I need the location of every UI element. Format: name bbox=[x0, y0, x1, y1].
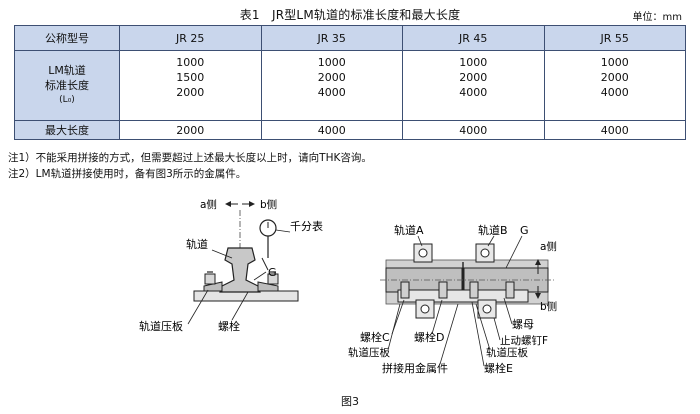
std-values-jr25: 1000 1500 2000 bbox=[119, 50, 262, 121]
left-b-side-label: b侧 bbox=[260, 198, 277, 211]
unit-label: 单位：mm bbox=[632, 12, 682, 23]
rail-clamp-icon bbox=[203, 281, 279, 292]
bolt-icon bbox=[400, 281, 515, 299]
table-row: 最大长度 2000 4000 4000 4000 bbox=[14, 120, 686, 140]
left-diagram: a侧 b侧 千分表 轨道 bbox=[139, 198, 323, 333]
dial-gauge-icon bbox=[259, 219, 277, 271]
left-gauge-label: 千分表 bbox=[290, 219, 323, 233]
right-g-label: G bbox=[520, 224, 529, 237]
rail-b-label: 轨道B bbox=[478, 223, 508, 237]
notes: 注1）不能采用拼接的方式，但需要超过上述最大长度以上时，请向THK咨询。 注2）… bbox=[8, 150, 372, 182]
header-jr45: JR 45 bbox=[402, 25, 545, 51]
bolt-icon bbox=[415, 299, 497, 319]
max-length-label: 最大长度 bbox=[14, 120, 120, 140]
bolt-d-label: 螺栓D bbox=[414, 330, 444, 344]
bolt-c-label: 螺栓C bbox=[360, 330, 390, 344]
nut-label: 螺母 bbox=[512, 318, 534, 331]
std-values-jr35: 1000 2000 4000 bbox=[260, 50, 403, 121]
left-clamp-label: 轨道压板 bbox=[139, 319, 183, 333]
header-jr25: JR 25 bbox=[119, 25, 262, 51]
rail-a-label: 轨道A bbox=[394, 223, 424, 237]
std-values-jr55: 1000 2000 4000 bbox=[543, 50, 686, 121]
spec-table: 公称型号 JR 25 JR 35 JR 45 JR 55 LM轨道 标准长度 (… bbox=[14, 25, 686, 140]
std-values-jr45: 1000 2000 4000 bbox=[402, 50, 545, 121]
left-rail-label: 轨道 bbox=[186, 237, 208, 251]
std-length-label: LM轨道 标准长度 (L₀) bbox=[14, 50, 120, 121]
header-model: 公称型号 bbox=[14, 25, 120, 51]
figure-caption: 图3 bbox=[341, 395, 359, 408]
max-value-jr25: 2000 bbox=[119, 120, 262, 140]
right-a-side-label: a侧 bbox=[540, 240, 557, 253]
right-diagram: 轨道A 轨道B G a侧 b侧 螺母 止动螺钉F 螺栓C 螺栓D 轨道压板 轨道… bbox=[348, 223, 557, 375]
bolt-icon bbox=[204, 271, 279, 285]
table-title: 表1 JR型LM轨道的标准长度和最大长度 bbox=[239, 8, 461, 22]
header-jr55: JR 55 bbox=[543, 25, 686, 51]
note-2: 注2）LM轨道拼接使用时，备有图3所示的金属件。 bbox=[8, 168, 247, 180]
left-g-label: G bbox=[268, 266, 277, 279]
rail-icon bbox=[219, 247, 261, 293]
splice-label: 拼接用金属件 bbox=[382, 361, 448, 375]
clamp-right-label: 轨道压板 bbox=[486, 346, 528, 359]
max-value-jr55: 4000 bbox=[543, 120, 686, 140]
set-screw-label: 止动螺钉F bbox=[500, 335, 548, 347]
note-1: 注1）不能采用拼接的方式，但需要超过上述最大长度以上时，请向THK咨询。 bbox=[8, 152, 372, 164]
figure-3: a侧 b侧 千分表 轨道 bbox=[139, 198, 557, 375]
max-value-jr35: 4000 bbox=[260, 120, 403, 140]
left-a-side-label: a侧 bbox=[200, 198, 217, 211]
max-value-jr45: 4000 bbox=[402, 120, 545, 140]
clamp-left-label: 轨道压板 bbox=[348, 346, 390, 359]
table-header-row: 公称型号 JR 25 JR 35 JR 45 JR 55 bbox=[14, 25, 686, 51]
header-jr35: JR 35 bbox=[260, 25, 403, 51]
bolt-e-label: 螺栓E bbox=[484, 361, 513, 375]
bolt-icon bbox=[413, 243, 495, 263]
left-bolt-label: 螺栓 bbox=[218, 319, 240, 333]
right-b-side-label: b侧 bbox=[540, 300, 557, 313]
table-row: LM轨道 标准长度 (L₀) 1000 1500 2000 1000 2000 … bbox=[14, 50, 686, 121]
